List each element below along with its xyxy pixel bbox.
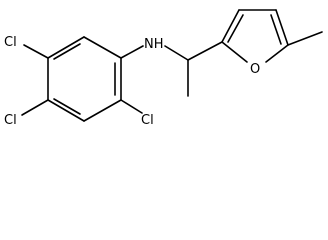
ring-bond-c2-c3 bbox=[83, 99, 122, 122]
ring-bond-c3-c4 bbox=[47, 99, 85, 122]
bond-furan-methyl bbox=[287, 31, 323, 46]
furan-bond-c5-o bbox=[265, 44, 289, 63]
furan-bond-c2-c3 bbox=[221, 9, 240, 43]
furan-ring bbox=[221, 9, 289, 63]
ring-bond-c5-c6 bbox=[47, 36, 85, 59]
furan-double-bond-c2-c3 bbox=[227, 14, 244, 43]
bond-c2-cl-bottom bbox=[120, 99, 143, 114]
ring-bond-c6-c1 bbox=[83, 36, 122, 59]
ring-double-bond-3 bbox=[53, 43, 81, 60]
ring-double-bond-2 bbox=[53, 98, 81, 115]
amine-label: NH bbox=[144, 37, 164, 52]
chlorine-label-bottom: Cl bbox=[141, 113, 154, 128]
benzene-ring bbox=[47, 36, 122, 122]
bond-ch-furan bbox=[187, 41, 223, 61]
structure-diagram: Cl Cl Cl NH O bbox=[4, 9, 323, 128]
furan-double-bond-c4-c5 bbox=[270, 14, 282, 45]
chlorine-label-top: Cl bbox=[4, 35, 17, 50]
furan-bond-o-c2 bbox=[221, 41, 248, 63]
furan-oxygen-label: O bbox=[250, 62, 260, 77]
chlorine-label-middle: Cl bbox=[4, 113, 17, 128]
bond-c5-cl-top bbox=[23, 44, 49, 59]
bond-ring-nh bbox=[120, 45, 144, 59]
molecule-drawing: Cl Cl Cl NH O bbox=[4, 9, 323, 128]
furan-bond-c4-c5 bbox=[275, 9, 289, 46]
bond-nh-ch bbox=[164, 45, 189, 61]
bond-c4-cl-middle bbox=[21, 99, 49, 116]
